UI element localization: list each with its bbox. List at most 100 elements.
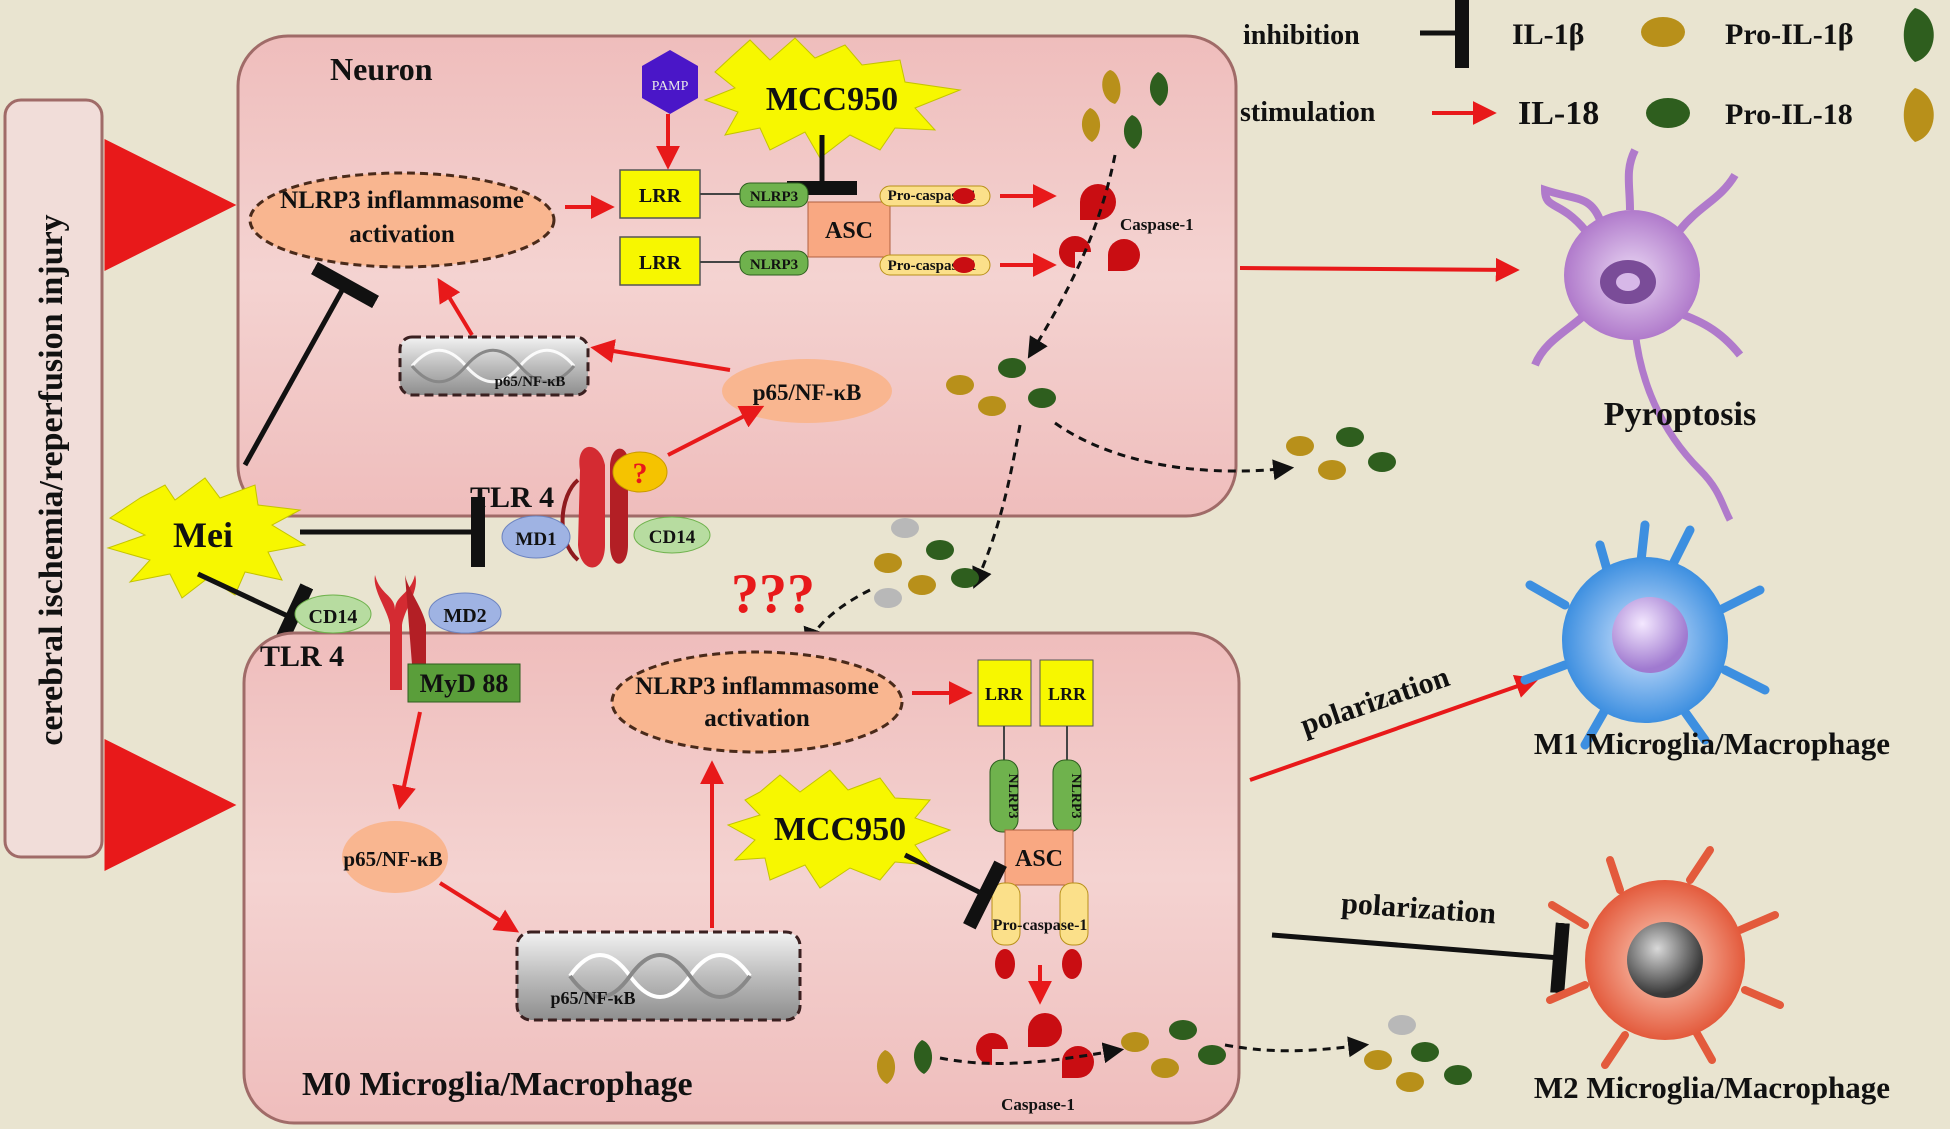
inflammasome-microglia-line2: activation (704, 705, 810, 732)
tlr4-receptor-microglia: CD14 MD2 TLR 4 MyD 88 (260, 575, 521, 703)
caspase-neuron: Caspase-1 (1059, 184, 1194, 271)
lrr-label: LRR (639, 185, 682, 207)
mei-label: Mei (173, 515, 233, 555)
legend-pro-il1b-icon (1903, 8, 1934, 62)
mcc950-inhibition-microglia (903, 852, 1007, 930)
nfkb-dna-label-neuron: p65/NF-κB (495, 374, 566, 390)
nlrp3-complex-microglia: LRR LRR NLRP3 NLRP3 ASC Pro-caspase-1 (977, 659, 1094, 979)
cd14-pill-microglia (294, 594, 372, 634)
mcc950-burst-neuron (703, 37, 962, 159)
mcc950-label-neuron: MCC950 (766, 81, 898, 118)
release-dashed-arrow-microglia-2 (1224, 1036, 1370, 1058)
tlr4-label-neuron: TLR 4 (470, 481, 554, 514)
lrr-box (977, 659, 1032, 727)
nfkb-to-dna-arrow-microglia (438, 881, 520, 933)
m2-polarization-label: polarization (1340, 887, 1497, 931)
m2-polarization-inhibition (1271, 922, 1570, 994)
inflammasome-neuron-line1: NLRP3 inflammasome (280, 187, 524, 214)
mcc950-label-microglia: MCC950 (774, 811, 906, 848)
pyroptosis-label: Pyroptosis (1604, 396, 1756, 433)
dna-to-inflammasome-arrow (437, 277, 474, 337)
asc-box (1004, 829, 1074, 886)
nfkb-neuron (722, 359, 892, 423)
nlrp3-pill (739, 250, 809, 276)
nlrp3-label: NLRP3 (750, 189, 798, 205)
inflammasome-microglia (610, 650, 904, 754)
legend-pro-il1b-label: Pro-IL-1β (1725, 18, 1854, 51)
asc-label: ASC (825, 218, 873, 244)
cd14-label-neuron: CD14 (649, 527, 696, 548)
release-dashed-arrow-microglia-1 (939, 1042, 1125, 1065)
nlrp3-label: NLRP3 (1005, 773, 1020, 818)
microglia-cell (242, 631, 1241, 1125)
pamp-hexagon (642, 50, 698, 114)
lrr-label: LRR (639, 252, 682, 274)
nlrp3-complex-neuron: LRR NLRP3 LRR NLRP3 ASC Pro-caspase-1 Pr… (619, 169, 991, 286)
pro-caspase-label: Pro-caspase-1 (888, 188, 977, 204)
lrr-label: LRR (1048, 684, 1087, 704)
md2-label: MD2 (443, 605, 486, 627)
release-dashed-arrow-2 (1054, 421, 1295, 481)
m1-label: M1 Microglia/Macrophage (1534, 726, 1890, 761)
nlrp3-pill (739, 182, 809, 208)
cd14-pill-neuron (633, 516, 711, 554)
inflammasome-neuron (248, 171, 556, 269)
legend: inhibition IL-1β Pro-IL-1β stimulation I… (1240, 0, 1934, 142)
legend-il18-icon (1646, 98, 1690, 128)
mcc950-burst-microglia (726, 769, 952, 889)
legend-stimulation-label: stimulation (1240, 97, 1376, 128)
nfkb-microglia (342, 821, 448, 893)
myd88-to-nfkb-arrow (392, 711, 422, 810)
nfkb-label-neuron: p65/NF-κB (753, 380, 862, 405)
side-label-box: cerebral ischemia/reperfusion injury (3, 98, 104, 859)
asc-box (807, 201, 891, 258)
release-dashed-arrow-3 (972, 424, 1022, 589)
pro-caspase-pill (991, 882, 1021, 946)
legend-il1b-label: IL-1β (1512, 18, 1584, 51)
nfkb-dna-neuron: p65/NF-κB (398, 335, 590, 397)
il-particles-outside-neuron (1286, 427, 1396, 480)
m1-polarization-label: polarization (1296, 660, 1454, 742)
lrr-label: LRR (985, 684, 1024, 704)
unknown-adapter (612, 451, 668, 493)
md1-pill (501, 515, 571, 559)
myd88-label: MyD 88 (420, 669, 509, 698)
nfkb-dna-microglia: p65/NF-κB (515, 930, 802, 1022)
il-particles-neuron (946, 358, 1056, 416)
m1-polarization-arrow (1249, 675, 1540, 782)
mei-burst (106, 477, 307, 599)
asc-label: ASC (1015, 846, 1063, 872)
m2-label: M2 Microglia/Macrophage (1534, 1070, 1890, 1105)
nlrp3-label: NLRP3 (750, 257, 798, 273)
unknown-mechanism-label: ??? (731, 563, 815, 625)
neuron-title: Neuron (330, 51, 433, 87)
m1-microglia-icon (1520, 520, 1770, 750)
pyroptosis-arrow (1239, 257, 1520, 282)
nfkb-dna-label-microglia: p65/NF-κB (551, 988, 636, 1008)
legend-il1b-icon (1641, 17, 1685, 47)
legend-inhibition-label: inhibition (1243, 20, 1360, 51)
caspase-label-microglia: Caspase-1 (1001, 1095, 1075, 1114)
side-label: cerebral ischemia/reperfusion injury (33, 214, 70, 745)
nlrp3-label: NLRP3 (1068, 773, 1083, 818)
unknown-adapter-label: ? (633, 457, 648, 490)
pro-il-particles-microglia (876, 1040, 933, 1084)
nlrp3-pill (989, 759, 1019, 833)
nfkb-to-dna-arrow (590, 339, 731, 372)
nfkb-label-microglia: p65/NF-κB (343, 847, 442, 871)
pyroptosis-neuron-icon (1531, 148, 1744, 522)
tlr4-to-nfkb-arrow (667, 405, 765, 457)
md2-pill (428, 592, 502, 634)
pro-il-particles-neuron (1081, 70, 1169, 149)
lrr-box (1039, 659, 1094, 727)
inflammasome-microglia-line1: NLRP3 inflammasome (635, 673, 879, 700)
inflammasome-neuron-line2: activation (349, 221, 455, 248)
caspase-label-neuron: Caspase-1 (1120, 215, 1194, 234)
myd88-box (407, 663, 521, 703)
md1-label: MD1 (515, 529, 556, 550)
pamp-label: PAMP (652, 79, 689, 94)
legend-il18-label: IL-18 (1518, 95, 1599, 132)
microglia-title: M0 Microglia/Macrophage (302, 1066, 693, 1103)
cd14-label-microglia: CD14 (309, 606, 358, 628)
